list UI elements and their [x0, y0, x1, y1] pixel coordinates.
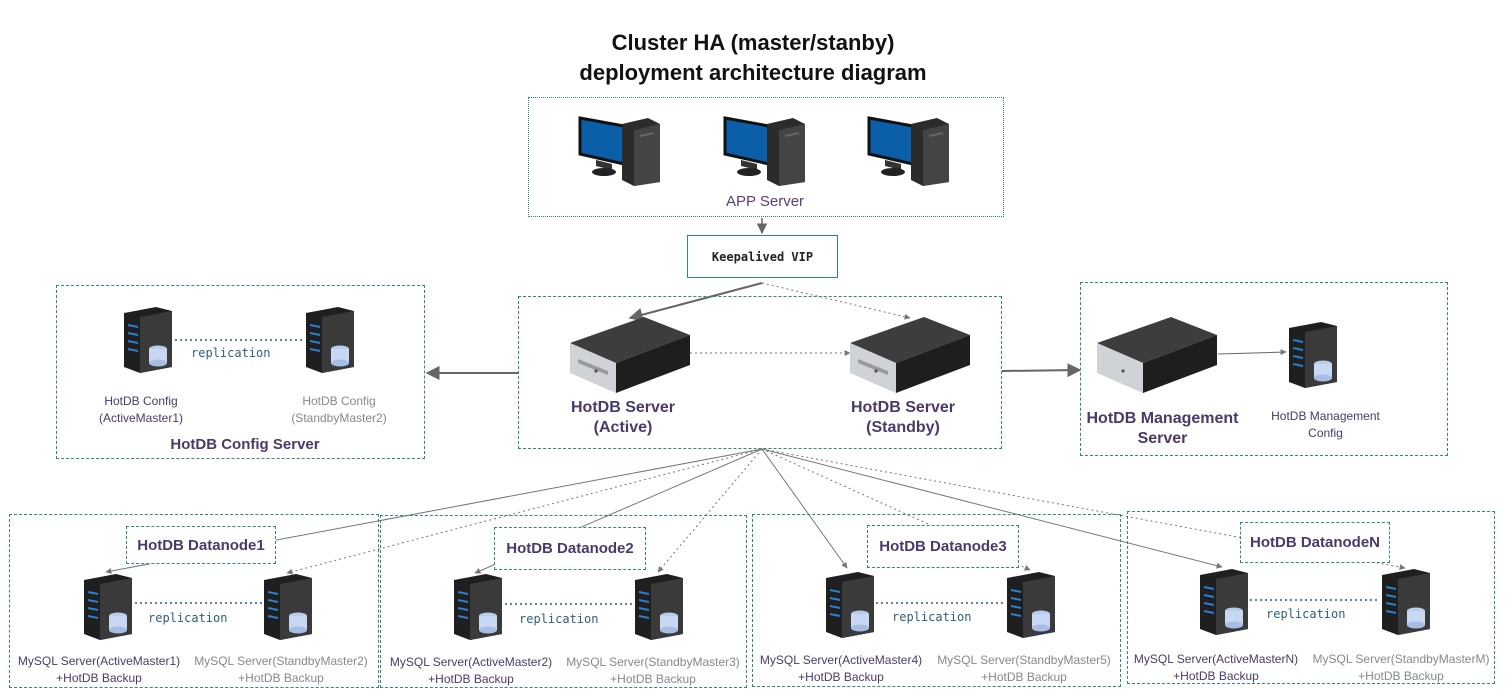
- config-active-server-icon: [124, 307, 172, 373]
- hotdb-to-management-arrow: [1001, 363, 1082, 378]
- datanode2-active-label: MySQL Server(ActiveMaster2) +HotDB Backu…: [382, 654, 560, 688]
- app-server-pc-icon-2: [723, 116, 805, 186]
- hotdb-standby-label: HotDB Server (Standby): [828, 398, 978, 438]
- datanode-group-3: [752, 514, 1121, 687]
- datanoden-active-line2: +HotDB Backup: [1173, 669, 1259, 683]
- datanode2-standby-label: MySQL Server(StandbyMaster3) +HotDB Back…: [558, 654, 748, 688]
- datanode3-active-server-icon: [826, 572, 874, 638]
- datanoden-active-line1: MySQL Server(ActiveMasterN): [1133, 652, 1299, 666]
- datanoden-active-server-icon: [1200, 569, 1248, 635]
- vip-to-active-arrow: [628, 282, 763, 322]
- management-server-icon: [1097, 317, 1217, 393]
- hotdb-active-line2: (Active): [593, 419, 653, 436]
- management-server-label: HotDB Management Server: [1080, 409, 1245, 449]
- management-config-server-icon: [1289, 322, 1337, 388]
- datanode2-standby-line1: MySQL Server(StandbyMaster3): [566, 655, 740, 669]
- datanode-title-3: HotDB Datanode3: [867, 525, 1019, 568]
- datanode1-replication-label: replication: [148, 611, 228, 625]
- datanode3-standby-line1: MySQL Server(StandbyMaster5): [937, 653, 1111, 667]
- keepalived-vip-box: Keepalived VIP: [687, 235, 838, 278]
- config-server-group: [56, 285, 425, 459]
- datanode3-active-label: MySQL Server(ActiveMaster4) +HotDB Backu…: [752, 652, 930, 686]
- datanode-title-2: HotDB Datanode2: [494, 527, 646, 570]
- datanode1-active-line2: +HotDB Backup: [56, 671, 142, 685]
- datanode-group-2: [380, 515, 747, 688]
- datanode1-standby-line1: MySQL Server(StandbyMaster2): [194, 654, 368, 668]
- hotdb-active-label: HotDB Server (Active): [548, 398, 698, 438]
- datanoden-standby-server-icon: [1382, 569, 1430, 635]
- management-server-line1: HotDB Management: [1086, 410, 1239, 427]
- management-config-line2: Config: [1308, 426, 1343, 440]
- management-group: [1080, 282, 1448, 456]
- hotdb-active-line1: HotDB Server: [570, 399, 676, 416]
- config-active-label: HotDB Config (ActiveMaster1): [76, 393, 206, 427]
- app-server-pc-icon-1: [578, 116, 660, 186]
- config-standby-line1: HotDB Config: [302, 394, 376, 408]
- datanode-group-1: [9, 514, 379, 688]
- datanode1-active-server-icon: [84, 574, 132, 640]
- vip-to-standby-arrow: [761, 282, 911, 320]
- datanode3-replication-label: replication: [892, 610, 972, 624]
- datanode2-standby-line2: +HotDB Backup: [610, 672, 696, 686]
- hotdb-server-group: [518, 296, 1002, 449]
- datanode1-standby-label: MySQL Server(StandbyMaster2) +HotDB Back…: [186, 653, 376, 687]
- config-standby-label: HotDB Config (StandbyMaster2): [274, 393, 404, 427]
- datanode2-standby-server-icon: [635, 574, 683, 640]
- datanode3-active-line1: MySQL Server(ActiveMaster4): [759, 653, 923, 667]
- datanode3-active-line2: +HotDB Backup: [798, 670, 884, 684]
- hotdb-active-server-icon: [570, 317, 690, 393]
- datanode1-active-label: MySQL Server(ActiveMaster1) +HotDB Backu…: [10, 653, 188, 687]
- datanode-title-n: HotDB DatanodeN: [1240, 522, 1390, 563]
- datanode1-standby-line2: +HotDB Backup: [238, 671, 324, 685]
- datanoden-replication-label: replication: [1266, 607, 1346, 621]
- config-replication-label: replication: [191, 346, 271, 360]
- config-active-line2: (ActiveMaster1): [98, 411, 184, 425]
- hotdb-standby-line1: HotDB Server: [850, 399, 956, 416]
- datanode3-standby-server-icon: [1007, 572, 1055, 638]
- datanode-title-1: HotDB Datanode1: [126, 526, 276, 564]
- hotdb-standby-line2: (Standby): [866, 419, 940, 436]
- config-standby-server-icon: [306, 307, 354, 373]
- config-active-line1: HotDB Config: [104, 394, 178, 408]
- management-config-line1: HotDB Management: [1271, 409, 1380, 423]
- app-server-group: [528, 97, 1004, 217]
- management-config-label: HotDB Management Config: [1258, 408, 1393, 442]
- management-to-config-arrow: [1217, 349, 1287, 356]
- datanode3-standby-line2: +HotDB Backup: [981, 670, 1067, 684]
- hotdb-standby-server-icon: [850, 317, 970, 393]
- datanode1-active-line1: MySQL Server(ActiveMaster1): [17, 654, 181, 668]
- datanoden-standby-line1: MySQL Server(StandbyMasterM): [1312, 652, 1490, 666]
- app-server-label: APP Server: [725, 193, 805, 210]
- datanode-group-n: [1127, 511, 1495, 684]
- datanoden-standby-line2: +HotDB Backup: [1358, 669, 1444, 683]
- datanode2-active-line2: +HotDB Backup: [428, 672, 514, 686]
- app-server-pc-icon-3: [867, 116, 949, 186]
- datanode2-active-server-icon: [454, 574, 502, 640]
- diagram-title-line2: deployment architecture diagram: [579, 60, 927, 85]
- datanode2-active-line1: MySQL Server(ActiveMaster2): [389, 655, 553, 669]
- datanode3-standby-label: MySQL Server(StandbyMaster5) +HotDB Back…: [929, 652, 1119, 686]
- config-standby-line2: (StandbyMaster2): [291, 411, 387, 425]
- datanoden-active-label: MySQL Server(ActiveMasterN) +HotDB Backu…: [1127, 651, 1305, 685]
- datanode2-replication-label: replication: [519, 612, 599, 626]
- config-server-group-label: HotDB Config Server: [170, 436, 320, 453]
- datanoden-standby-label: MySQL Server(StandbyMasterM) +HotDB Back…: [1303, 651, 1499, 685]
- diagram-title-line1: Cluster HA (master/stanby): [611, 30, 895, 55]
- management-server-line2: Server: [1137, 430, 1188, 447]
- datanode1-standby-server-icon: [264, 574, 312, 640]
